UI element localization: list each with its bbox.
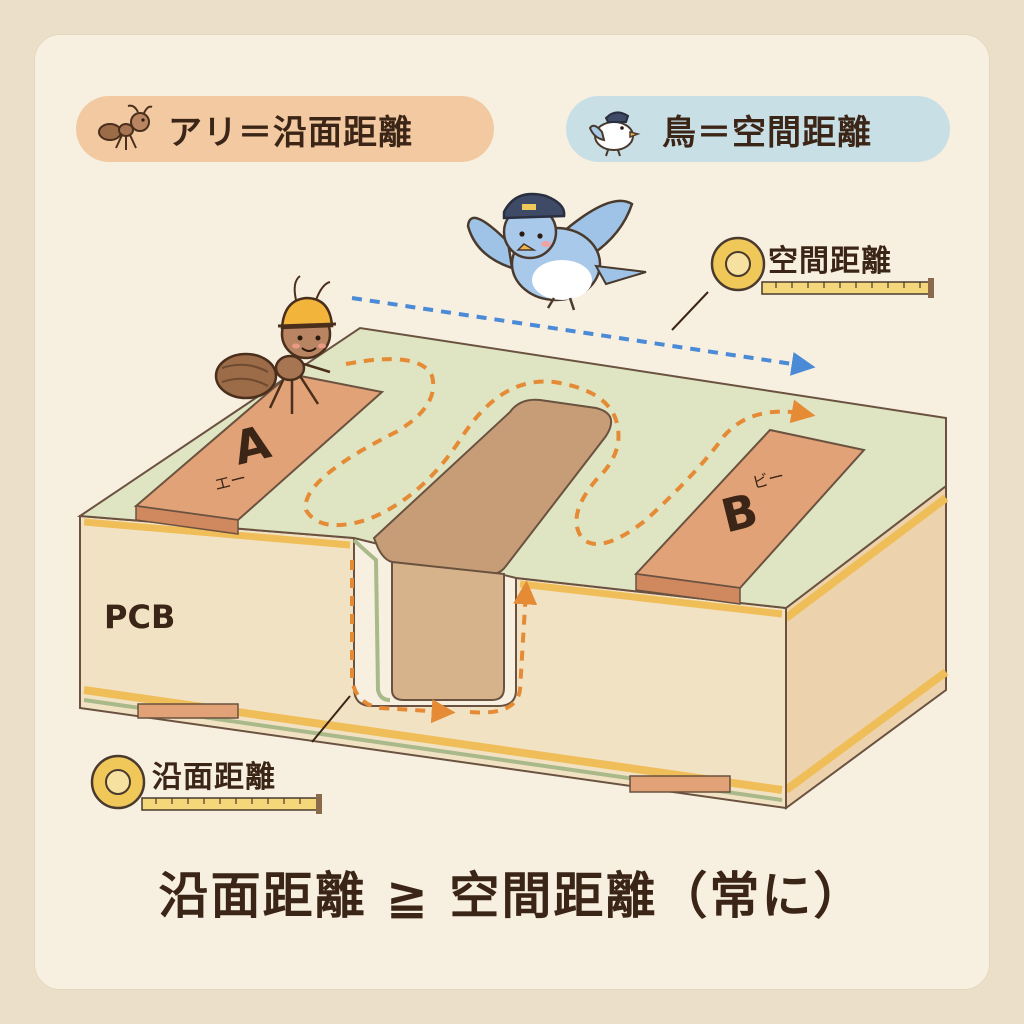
- creepage-path-top: [303, 357, 816, 546]
- air-gap-leader: [671, 291, 709, 331]
- front-top-stripe: [83, 518, 783, 618]
- board-right-stripes: [783, 494, 949, 794]
- formula-caption: 沿面距離 ≧ 空間距離（常に）: [158, 867, 866, 925]
- creepage-leader: [311, 695, 351, 743]
- slot-opening: [372, 398, 613, 576]
- pad-a-edge: [135, 505, 239, 535]
- creepage-path-down: [350, 560, 456, 724]
- tape-measure-icon: [710, 236, 934, 298]
- tape-measure-icon: [90, 754, 322, 814]
- bottom-pad-right: [629, 775, 731, 793]
- creepage-label: 沿面距離: [152, 760, 276, 795]
- pad-b-edge: [635, 573, 741, 605]
- ant-icon: [94, 102, 156, 160]
- air-gap-path: [351, 296, 816, 376]
- bird-icon: [466, 192, 647, 311]
- bottom-pad-left: [137, 703, 239, 719]
- legend-bird-badge: 鳥＝空間距離: [566, 96, 950, 162]
- ant-icon: [214, 275, 337, 414]
- bird-icon: [586, 102, 646, 162]
- air-gap-label: 空間距離: [768, 244, 892, 279]
- legend-bird-text: 鳥＝空間距離: [662, 112, 872, 153]
- slot-rim: [352, 538, 391, 702]
- slot-inner-wall: [391, 560, 505, 701]
- board-label: PCB: [104, 598, 176, 636]
- legend-ant-text: アリ＝沿面距離: [168, 112, 413, 153]
- legend-ant-badge: アリ＝沿面距離: [76, 96, 494, 162]
- creepage-path-up: [469, 580, 538, 715]
